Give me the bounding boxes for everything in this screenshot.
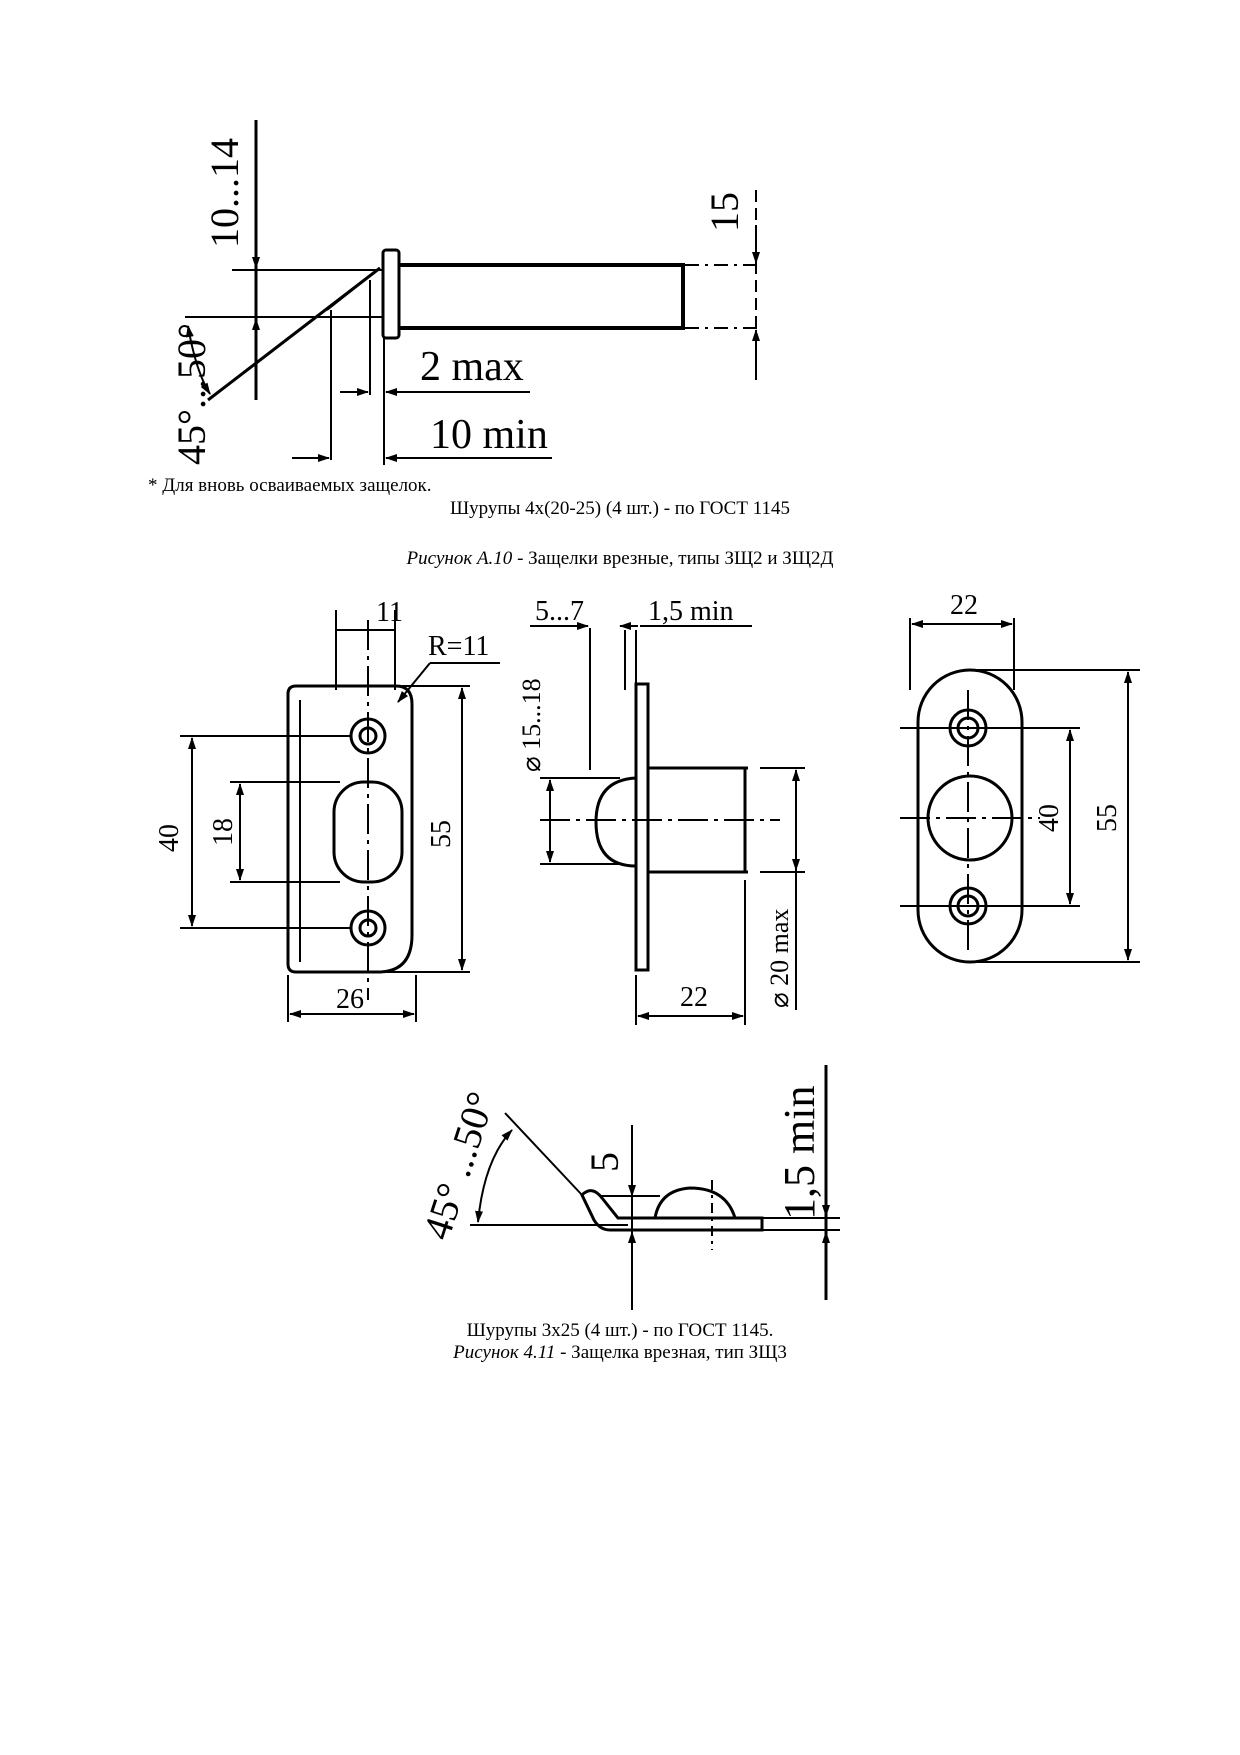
dim-15: 15 xyxy=(702,192,747,232)
caption-figure-a10: Рисунок А.10 - Защелки врезные, типы ЗЩ2… xyxy=(0,548,1240,570)
latch-profile-view xyxy=(470,1065,840,1310)
caption-figure-411: Рисунок 4.11 - Защелка врезная, тип ЗЩ3 xyxy=(0,1342,1240,1364)
dimension-labels-a10: 10...14 15 2 max 10 min 45°...50° xyxy=(169,138,747,465)
caption-figure-411-prefix: Рисунок 4.11 xyxy=(453,1342,556,1363)
latch-side-view-411 xyxy=(530,622,805,1025)
screws-note-411: Шурупы 3х25 (4 шт.) - по ГОСТ 1145. xyxy=(466,1320,774,1341)
dim-40-right: 40 xyxy=(1034,804,1065,832)
dim-22-right: 22 xyxy=(950,590,978,621)
dimension-labels-left-view: 11 R=11 40 18 55 26 xyxy=(154,597,489,1015)
latch-faceplate-front-view xyxy=(900,618,1140,964)
dim-18: 18 xyxy=(208,818,239,846)
dim-10-14: 10...14 xyxy=(202,138,247,248)
dim-1-5-min-mid: 1,5 min xyxy=(648,596,734,627)
dim-10-min: 10 min xyxy=(430,412,548,458)
dim-r-11: R=11 xyxy=(428,631,489,662)
caption-figure-411-text: - Защелка врезная, тип ЗЩ3 xyxy=(555,1342,787,1363)
dim-diameter-20-max: ⌀ 20 max xyxy=(765,909,794,1008)
dimension-labels-right-view: 22 40 55 xyxy=(950,590,1123,832)
dim-angle-45-50: 45°...50° xyxy=(169,323,214,465)
dim-11: 11 xyxy=(376,597,403,628)
dim-22-mid: 22 xyxy=(680,982,708,1013)
strike-plate-front-view xyxy=(180,610,500,1022)
dim-5-profile: 5 xyxy=(582,1152,627,1172)
dim-40-left: 40 xyxy=(154,824,185,852)
footnote-new-latches: * Для вновь осваиваемых защелок. xyxy=(148,475,432,496)
dim-1-5-min-profile: 1,5 min xyxy=(775,1086,824,1220)
latch-side-view-a10 xyxy=(185,120,760,465)
screws-note-a10: Шурупы 4х(20-25) (4 шт.) - по ГОСТ 1145 xyxy=(449,498,791,519)
dim-55-right: 55 xyxy=(1092,804,1123,832)
caption-figure-a10-prefix: Рисунок А.10 xyxy=(406,548,513,569)
dim-5-7: 5...7 xyxy=(535,596,584,627)
dim-26: 26 xyxy=(336,984,364,1015)
dim-2-max: 2 max xyxy=(420,344,524,390)
dim-55-left: 55 xyxy=(426,820,457,848)
caption-figure-a10-text: - Защелки врезные, типы ЗЩ2 и ЗЩ2Д xyxy=(512,548,834,569)
dim-diameter-15-18: ⌀ 15...18 xyxy=(517,678,546,772)
dimension-labels-middle-view: 5...7 1,5 min ⌀ 15...18 ⌀ 20 max 22 xyxy=(517,596,794,1013)
